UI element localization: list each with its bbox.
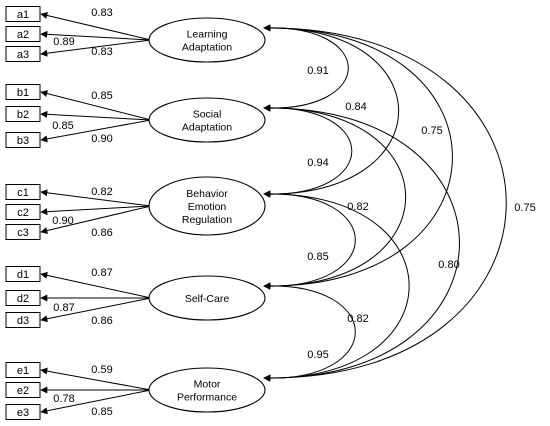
loading-path: [40, 110, 152, 121]
correlation-value: 0.91: [307, 65, 328, 77]
latent-label: Self-Care: [185, 293, 230, 305]
loading-path: [40, 205, 152, 234]
loading-path: [40, 367, 152, 391]
correlation-arc: [263, 190, 410, 382]
correlation-value: 0.85: [307, 251, 328, 263]
loading-path: [40, 12, 152, 41]
latent-factors: LearningAdaptationSocialAdaptationBehavi…: [148, 17, 266, 413]
indicator-label: c1: [17, 187, 29, 199]
correlation-value: 0.94: [307, 157, 328, 169]
loading-value: 0.83: [91, 46, 112, 58]
correlation-arc: [263, 104, 407, 290]
indicator-label: c3: [17, 227, 29, 239]
correlation-value: 0.82: [347, 313, 368, 325]
indicator-box: [5, 204, 41, 220]
correlation-arc: [263, 104, 353, 198]
loading-value: 0.85: [52, 120, 73, 132]
correlation-value: 0.82: [347, 201, 368, 213]
correlation-value: 0.84: [345, 101, 366, 113]
loading-paths: [40, 12, 152, 415]
indicator-box: [5, 362, 41, 378]
loading-path: [40, 205, 152, 216]
correlation-arc: [263, 24, 349, 112]
indicator-label: d3: [17, 315, 29, 327]
indicator-box: [5, 6, 41, 22]
indicator-box: [5, 132, 41, 148]
correlation-value: 0.75: [514, 202, 535, 214]
loading-path: [40, 90, 152, 121]
value-labels: 0.91 0.84 0.75 0.75 0.94 0.82 0.80 0.85 0.82 0.95…: [17, 7, 536, 419]
indicator-label: c2: [17, 207, 29, 219]
indicator-box: [5, 46, 41, 62]
loading-value: 0.83: [91, 7, 112, 19]
indicator-label: b1: [17, 87, 29, 99]
correlation-value: 0.80: [438, 259, 459, 271]
indicator-label: b2: [17, 109, 29, 121]
loading-value: 0.78: [53, 393, 74, 405]
indicator-label: a2: [17, 29, 29, 41]
correlation-arc: [263, 24, 400, 198]
correlation-value: 0.95: [307, 349, 328, 361]
latent-factor: [148, 176, 266, 236]
loading-value: 0.85: [91, 90, 112, 102]
loading-value: 0.90: [91, 133, 112, 145]
correlation-arc: [263, 190, 356, 290]
loading-value: 0.85: [91, 406, 112, 418]
indicator-label: a3: [17, 49, 29, 61]
indicator-box: [5, 382, 41, 398]
loading-value: 0.89: [53, 36, 74, 48]
indicator-box: [5, 404, 41, 420]
loading-path: [40, 389, 152, 415]
latent-label: Performance: [177, 392, 237, 404]
loading-path: [40, 297, 152, 323]
indicator-label: e1: [17, 365, 29, 377]
loading-value: 0.59: [91, 364, 112, 376]
indicator-box: [5, 106, 41, 122]
indicator-box: [5, 312, 41, 328]
loading-value: 0.86: [91, 227, 112, 239]
indicator-label: e3: [17, 407, 29, 419]
loading-path: [40, 39, 152, 57]
loading-path: [40, 30, 152, 41]
loading-path: [40, 119, 152, 143]
loading-value: 0.90: [52, 215, 73, 227]
indicator-box: [5, 84, 41, 100]
correlation-value: 0.75: [421, 125, 442, 137]
latent-label: Motor: [194, 379, 221, 391]
indicator-box: [5, 266, 41, 282]
indicator-label: a1: [17, 9, 29, 21]
indicator-label: d2: [17, 293, 29, 305]
correlation-arc: [263, 104, 460, 382]
loading-path: [40, 271, 152, 299]
latent-factor: [148, 367, 266, 413]
latent-label: Emotion: [188, 201, 227, 213]
correlation-arc: [263, 282, 356, 382]
correlation-arcs: [263, 24, 507, 382]
latent-label: Behavior: [186, 188, 228, 200]
indicator-label: b3: [17, 135, 29, 147]
latent-label: Adaptation: [182, 122, 232, 134]
indicator-box: [5, 224, 41, 240]
loading-value: 0.86: [91, 315, 112, 327]
latent-label: Learning: [187, 29, 228, 41]
latent-label: Social: [193, 109, 222, 121]
indicator-box: [5, 290, 41, 306]
indicator-label: d1: [17, 269, 29, 281]
indicator-label: e2: [17, 385, 29, 397]
loading-value: 0.82: [91, 186, 112, 198]
indicator-boxes: [5, 6, 41, 420]
loading-value: 0.87: [91, 267, 112, 279]
latent-factor: [148, 275, 266, 321]
latent-label: Regulation: [182, 214, 232, 226]
loading-value: 0.87: [53, 302, 74, 314]
latent-factor: [148, 17, 266, 63]
loading-path: [40, 189, 152, 207]
correlation-arc: [263, 24, 453, 290]
indicator-box: [5, 26, 41, 42]
correlation-arc: [263, 24, 507, 382]
latent-factor: [148, 97, 266, 143]
indicator-box: [5, 184, 41, 200]
latent-label: Adaptation: [182, 42, 232, 54]
